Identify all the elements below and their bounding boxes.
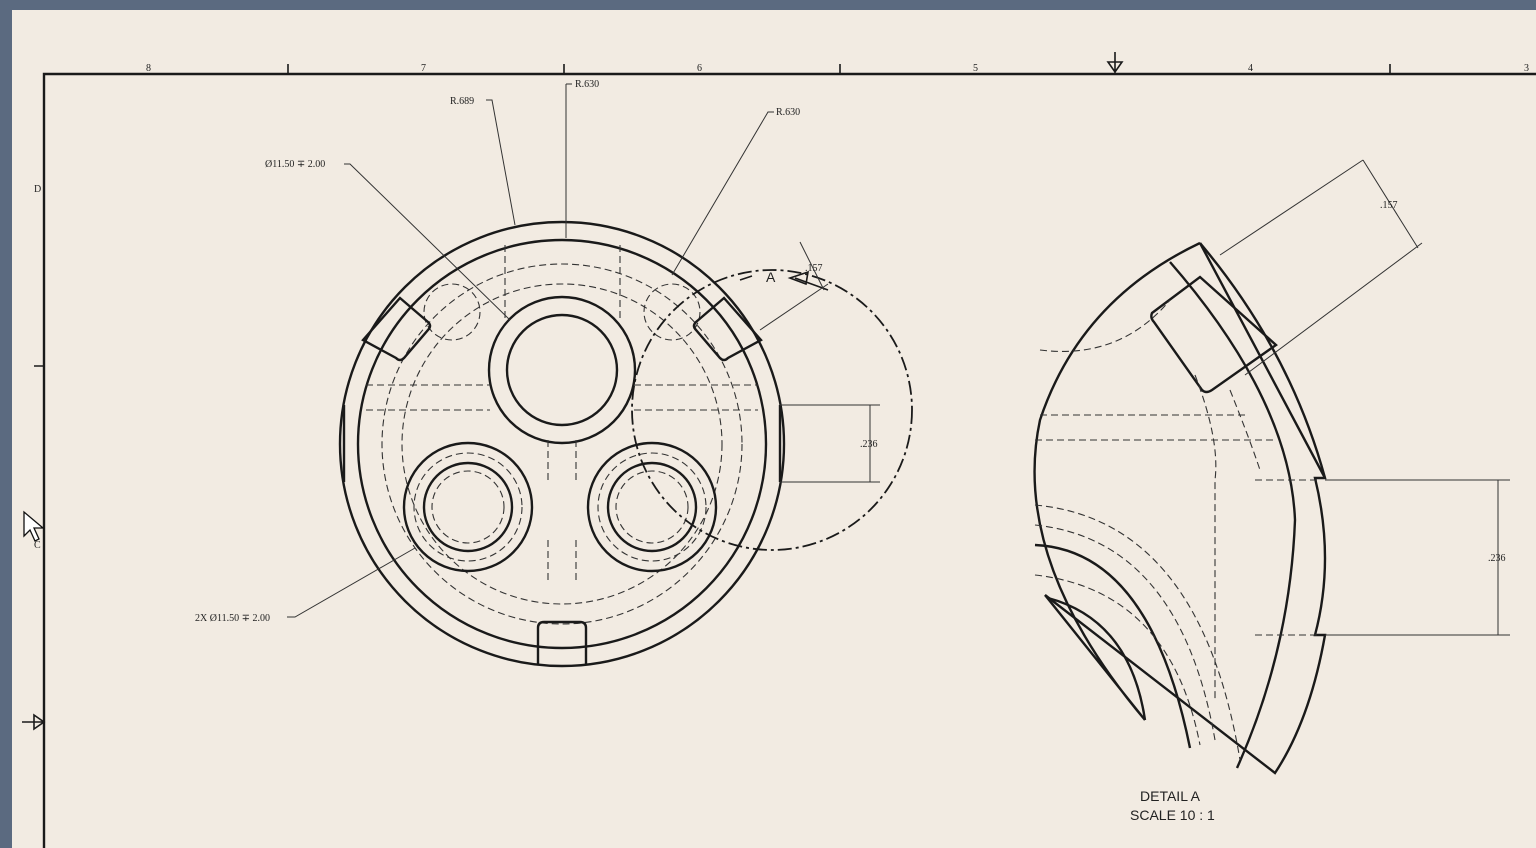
label-dim-157: .157 [805,263,823,274]
detail-view[interactable] [1033,159,1510,775]
arrow-pointer-icon [23,510,45,542]
label-hole-bottom: 2X Ø11.50 ∓ 2.00 [195,613,270,624]
label-hole-top: Ø11.50 ∓ 2.00 [265,159,325,170]
main-view[interactable] [287,83,913,668]
label-r689: R.689 [450,96,474,107]
detail-dim-157: .157 [1380,200,1398,211]
zone-col-5: 5 [973,63,978,74]
zone-row-c: C [34,540,41,551]
detail-callout-a[interactable]: A [766,269,776,285]
detail-title: DETAIL A [1140,788,1201,804]
zone-col-3: 3 [1524,63,1529,74]
sheet-border [22,52,1536,848]
zone-row-d: D [34,184,41,195]
zone-col-6: 6 [697,63,702,74]
label-dim-236: .236 [860,439,878,450]
zone-col-7: 7 [421,63,426,74]
detail-scale: SCALE 10 : 1 [1130,807,1215,823]
label-r630-top: R.630 [575,79,599,90]
drawing-sheet[interactable] [12,10,1536,848]
detail-dim-236: .236 [1488,553,1506,564]
label-r630-right: R.630 [776,107,800,118]
zone-col-8: 8 [146,63,151,74]
zone-col-4: 4 [1248,63,1253,74]
